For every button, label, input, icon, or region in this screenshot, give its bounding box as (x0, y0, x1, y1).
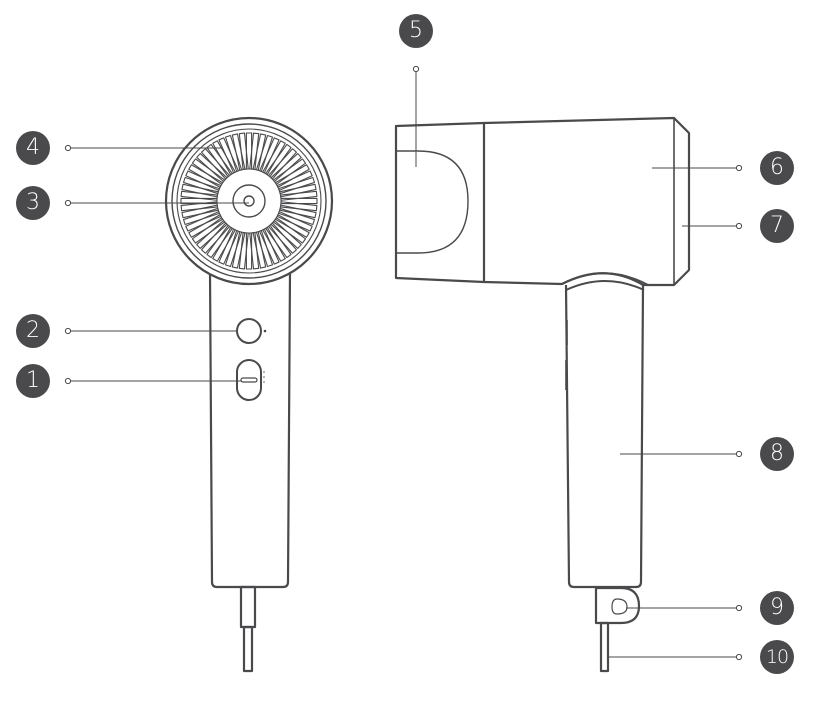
callout-badge-9: 9 (760, 591, 794, 625)
mode-switch-slider (240, 377, 258, 383)
callout-badge-8: 8 (760, 437, 794, 471)
front-cord (242, 625, 254, 673)
side-handle (564, 284, 645, 589)
side-handle-button (565, 320, 568, 390)
callout-badge-2: 2 (16, 314, 50, 348)
front-head-vent-ring (176, 128, 322, 274)
callout-badge-10: 10 (760, 640, 794, 674)
callout-badge-4: 4 (16, 131, 50, 165)
vent-slots (180, 132, 318, 270)
callout-badge-5: 5 (399, 14, 433, 48)
front-view (164, 116, 334, 673)
mode-switch-shape (236, 359, 262, 401)
power-indicator (263, 329, 267, 333)
front-head-inner-ring (171, 123, 327, 279)
front-cord-strain-relief (239, 585, 257, 629)
callout-badge-1: 1 (16, 364, 50, 398)
side-loop-hole (611, 598, 628, 615)
callout-badge-6: 6 (760, 151, 794, 185)
side-body (394, 116, 691, 287)
callout-badge-3: 3 (16, 186, 50, 220)
side-neck-arch (561, 272, 649, 291)
callout-badge-7: 7 (760, 209, 794, 243)
front-center-dot (243, 195, 255, 207)
front-center-ring (232, 184, 266, 218)
side-cord (599, 621, 610, 673)
side-hanging-loop (594, 586, 641, 625)
side-view (394, 116, 691, 673)
leader-lines (64, 65, 743, 661)
power-button-shape (236, 318, 262, 344)
side-nozzle-curve (396, 150, 469, 254)
vent-slot (280, 190, 318, 201)
front-head-outer (164, 116, 334, 286)
